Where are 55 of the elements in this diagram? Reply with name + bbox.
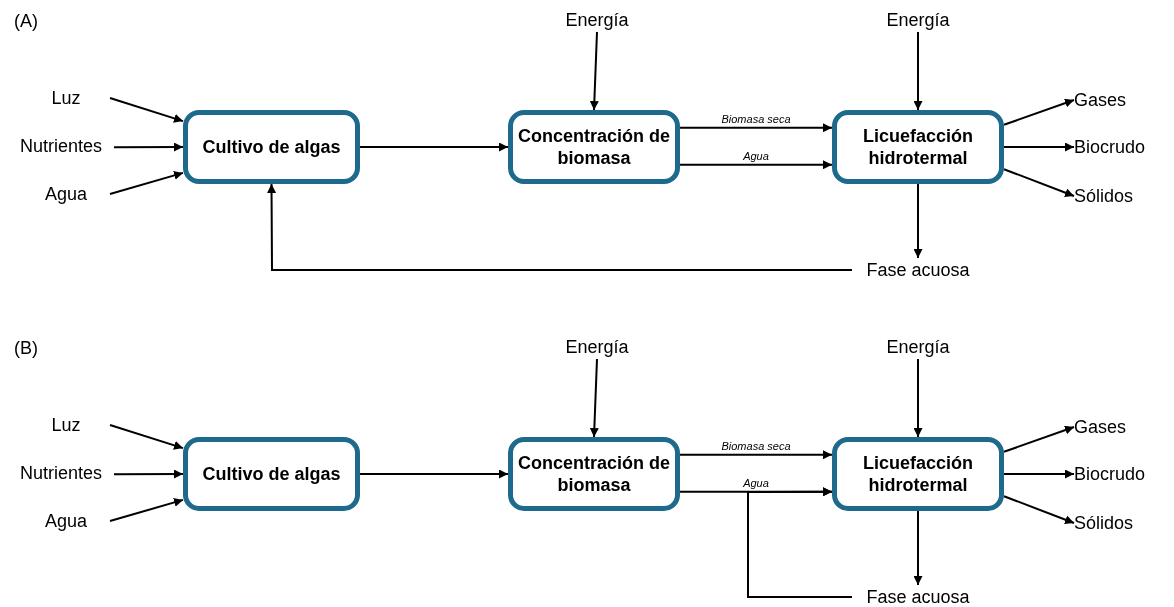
process-box: Cultivo de algas (183, 110, 360, 184)
arrow (113, 142, 184, 152)
process-box: Licuefacción hidrotermal (832, 110, 1004, 184)
flow-label: Sólidos (1074, 184, 1164, 208)
arrow (1003, 142, 1075, 152)
flow-label: Fase acuosa (852, 258, 984, 282)
edge-label: Biomasa seca (719, 440, 793, 452)
edge-label: Agua (741, 477, 771, 489)
flow-label: Energía (868, 8, 968, 32)
flow-label: Gases (1074, 88, 1154, 112)
flow-label: Energía (868, 335, 968, 359)
arrow (913, 183, 923, 259)
arrow (1003, 168, 1075, 197)
edge-label: Biomasa seca (719, 113, 793, 125)
panel-label: (B) (14, 337, 38, 359)
flow-label: Luz (22, 413, 110, 437)
arrow (359, 469, 509, 479)
panel-label: (A) (14, 10, 38, 32)
flow-label: Energía (547, 8, 647, 32)
process-box: Concentración de biomasa (508, 437, 680, 511)
arrow (679, 450, 833, 460)
flow-label: Sólidos (1074, 511, 1164, 535)
flow-label: Biocrudo (1074, 462, 1172, 486)
flow-label: Fase acuosa (852, 585, 984, 607)
flow-label: Luz (22, 86, 110, 110)
flow-label: Agua (22, 509, 110, 533)
flow-label: Nutrientes (8, 134, 114, 158)
arrow (109, 97, 184, 123)
flow-label: Agua (22, 182, 110, 206)
arrow (913, 510, 923, 586)
arrow (109, 171, 184, 195)
arrow (913, 31, 923, 111)
arrow (1003, 495, 1075, 524)
arrow (267, 183, 853, 271)
flow-label: Energía (547, 335, 647, 359)
flow-label: Biocrudo (1074, 135, 1172, 159)
process-box: Concentración de biomasa (508, 110, 680, 184)
process-box: Cultivo de algas (183, 437, 360, 511)
arrow (109, 424, 184, 450)
arrow (679, 123, 833, 133)
arrow (747, 487, 853, 598)
flow-label: Nutrientes (8, 461, 114, 485)
arrow (109, 498, 184, 522)
arrow (589, 358, 599, 438)
arrow (589, 31, 599, 111)
edge-label: Agua (741, 150, 771, 162)
arrow (359, 142, 509, 152)
arrow (679, 160, 833, 170)
arrow (1003, 425, 1075, 453)
arrow (1003, 469, 1075, 479)
arrow (1003, 98, 1075, 126)
process-box: Licuefacción hidrotermal (832, 437, 1004, 511)
arrow (113, 469, 184, 479)
arrow (913, 358, 923, 438)
flow-label: Gases (1074, 415, 1154, 439)
